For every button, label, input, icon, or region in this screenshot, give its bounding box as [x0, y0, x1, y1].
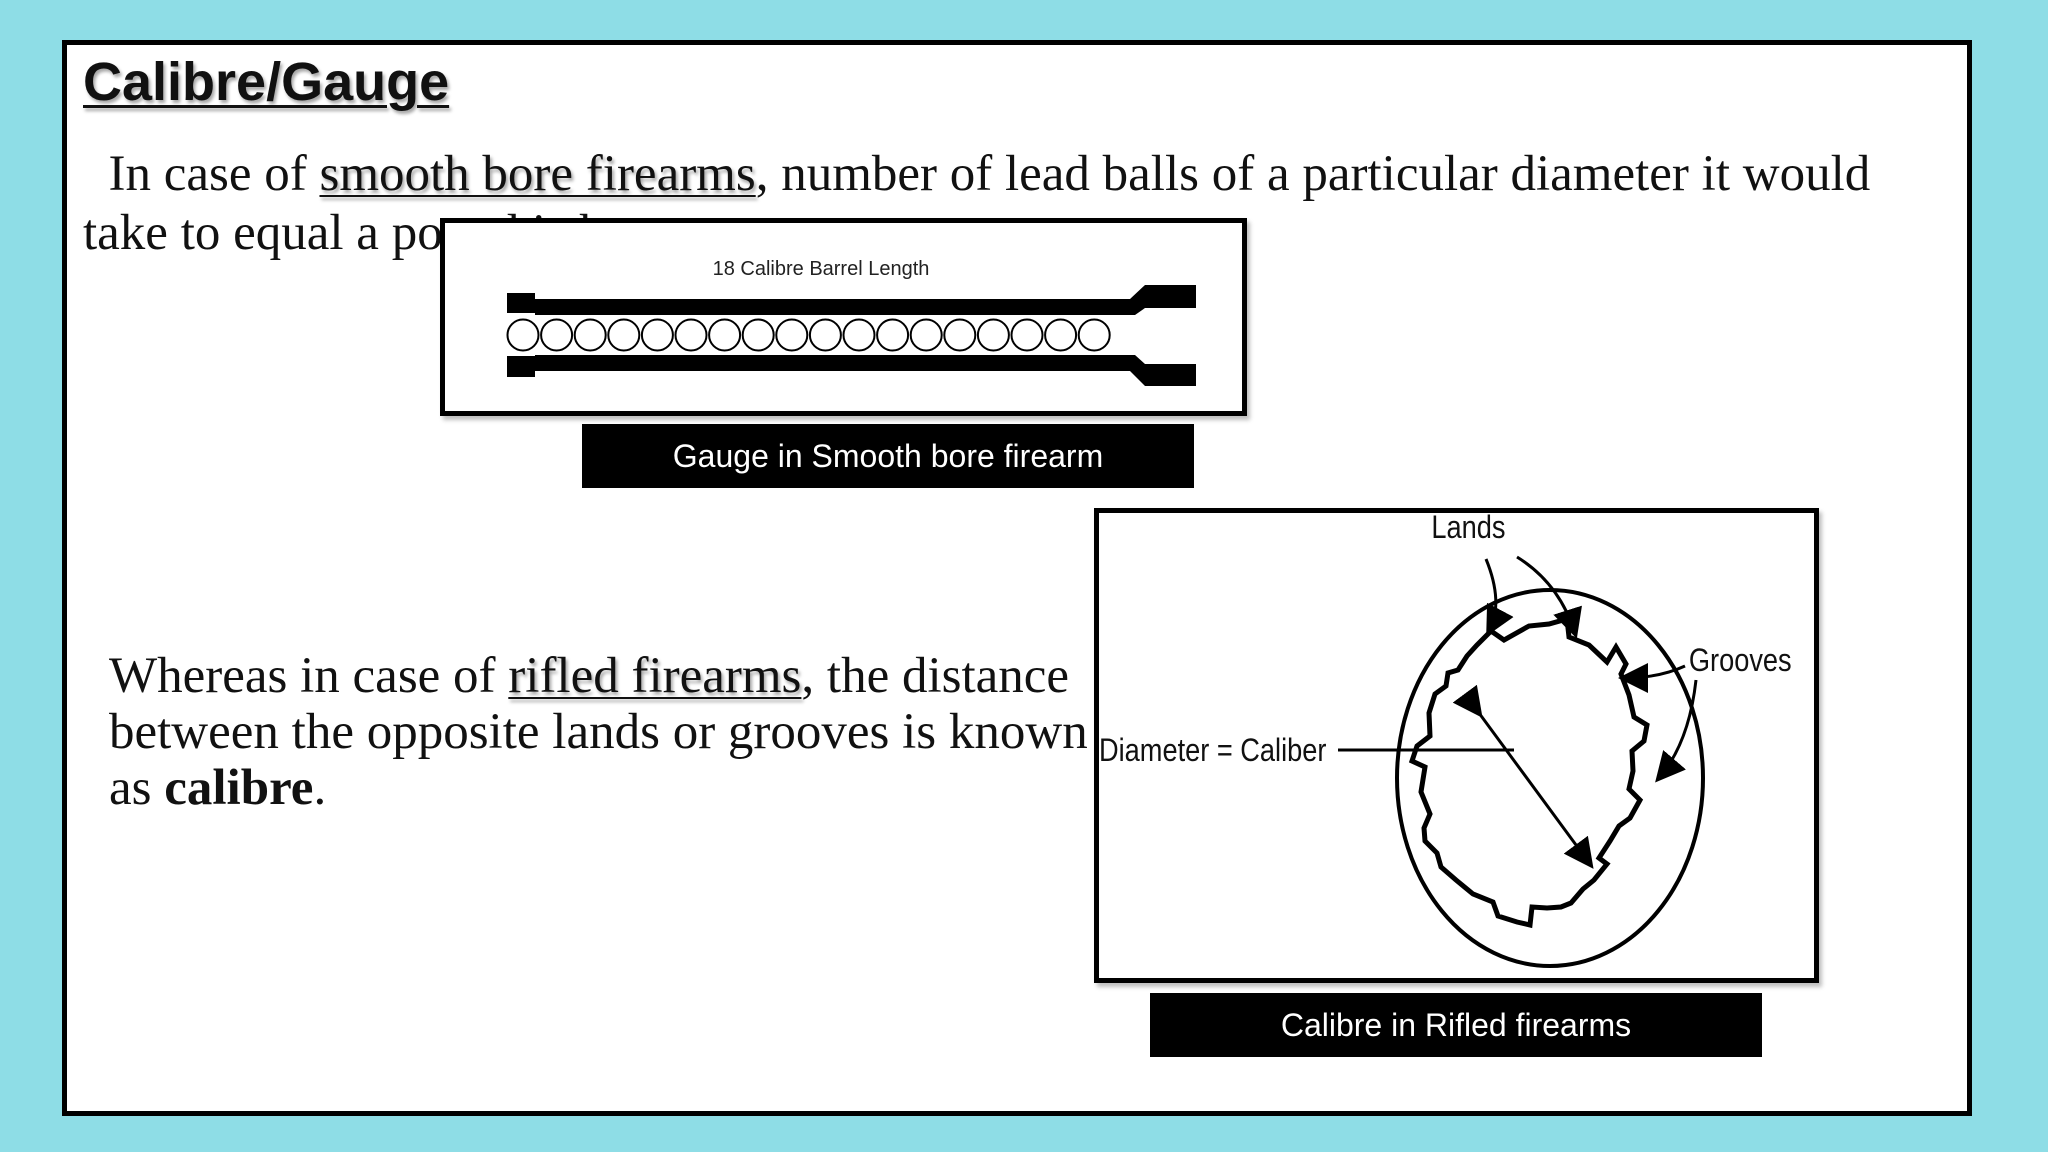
lead-ball: [808, 318, 842, 352]
barrel-diagram-svg: 18 Calibre Barrel Length: [506, 258, 1196, 386]
calibre-term: calibre: [164, 760, 314, 816]
lead-ball: [842, 318, 876, 352]
slide-title: Calibre/Gauge: [83, 52, 450, 112]
lead-ball: [976, 318, 1010, 352]
lands-arrow-right: [1516, 555, 1582, 639]
calibre-definition: Whereas in case of rifled firearms, the …: [109, 648, 1129, 816]
lead-ball: [1077, 318, 1111, 352]
grooves-arrow-lower: [1655, 679, 1698, 783]
barrel-top-wall: [507, 285, 1196, 315]
lead-ball: [674, 318, 708, 352]
diameter-arrow: [1452, 684, 1594, 869]
lead-balls: [506, 318, 1111, 352]
lead-ball: [573, 318, 607, 352]
rifling-diagram-svg: Lands Grooves Diameter = Caliber: [1099, 513, 1792, 968]
lead-ball: [909, 318, 943, 352]
lands-arrow-left: [1484, 558, 1514, 637]
gauge-diagram: 18 Calibre Barrel Length: [440, 218, 1247, 416]
lead-ball: [640, 318, 674, 352]
gauge-caption: Gauge in Smooth bore firearm: [582, 424, 1194, 488]
barrel-bottom-wall: [507, 355, 1196, 386]
calibre-diagram: Lands Grooves Diameter = Caliber: [1094, 508, 1819, 983]
lead-ball: [1010, 318, 1044, 352]
lead-ball: [1044, 318, 1078, 352]
calibre-text-end: .: [313, 760, 327, 816]
rifled-bore-outline: [1408, 615, 1650, 929]
rifled-firearms-link[interactable]: rifled firearms: [508, 648, 802, 704]
lead-ball: [506, 318, 540, 352]
grooves-label: Grooves: [1689, 643, 1792, 679]
lead-ball: [607, 318, 641, 352]
barrel-length-label: 18 Calibre Barrel Length: [713, 258, 930, 280]
lead-ball: [876, 318, 910, 352]
grooves-arrow-upper: [1618, 662, 1686, 693]
lead-ball: [775, 318, 809, 352]
barrel-outer-circle: [1395, 588, 1705, 968]
lands-label: Lands: [1431, 513, 1505, 546]
lead-ball: [741, 318, 775, 352]
calibre-text-middle: , the distance between the opposite land…: [109, 648, 1088, 816]
lead-ball: [943, 318, 977, 352]
lead-ball: [540, 318, 574, 352]
gauge-text-start: In case of: [83, 146, 320, 202]
diameter-label: Diameter = Caliber: [1099, 733, 1327, 769]
lead-ball: [708, 318, 742, 352]
smooth-bore-link[interactable]: smooth bore firearms: [319, 146, 756, 202]
calibre-text-start: Whereas in case of: [109, 648, 509, 704]
calibre-caption: Calibre in Rifled firearms: [1150, 993, 1762, 1057]
gauge-text-middle: , number of lead balls of a particular d…: [83, 146, 1871, 261]
